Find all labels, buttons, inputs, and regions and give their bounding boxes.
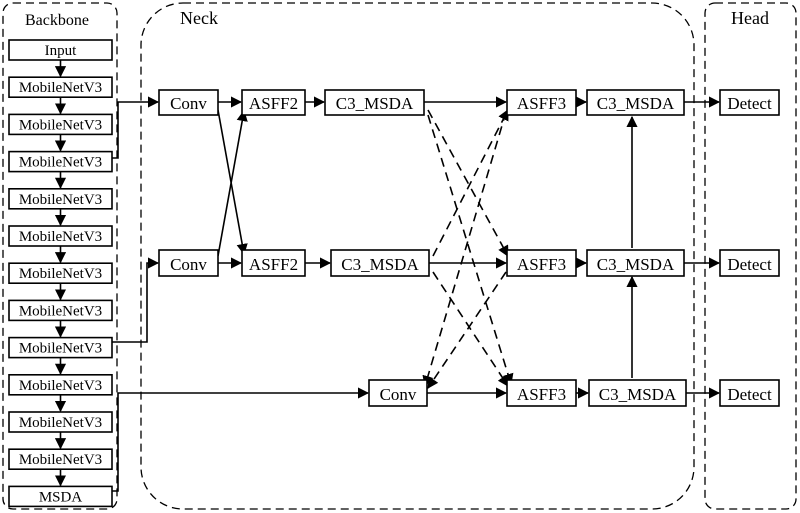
head-title: Head (731, 8, 769, 28)
dash-asff3-1-to-conv3 (422, 111, 507, 388)
backbone-block-12 (8, 485, 113, 508)
conv-label-3: Conv (380, 385, 417, 404)
c3-msda-label-3b: C3_MSDA (599, 385, 677, 404)
asff2-box-1 (241, 89, 306, 116)
conv-box-1 (158, 89, 219, 116)
asff2-box-2 (241, 249, 306, 277)
detect-label-3: Detect (727, 385, 772, 404)
head-region (704, 2, 797, 510)
backbone-block-label-3: MobileNetV3 (19, 155, 102, 171)
conv-label-1: Conv (170, 94, 207, 113)
c3-msda-box-1a (324, 89, 425, 116)
detect-box-2 (719, 249, 780, 277)
neck-title: Neck (180, 8, 218, 28)
backbone-title: Backbone (25, 12, 89, 29)
c3-msda-box-2b (586, 249, 685, 277)
asff3-box-2 (506, 249, 577, 277)
dash-c3-1-to-asff3-3 (427, 114, 514, 386)
dash-c3-1-to-asff3-2 (427, 109, 509, 257)
conv-label-2: Conv (170, 255, 207, 274)
asff3-box-3 (506, 379, 577, 407)
asff3-label-1: ASFF3 (517, 94, 566, 113)
tap-to-conv-1 (112, 96, 160, 159)
neck-region (140, 2, 695, 510)
backbone-block-label-5: MobileNetV3 (19, 229, 102, 245)
backbone-block-label-1: MobileNetV3 (19, 80, 102, 96)
c3-msda-box-2a (330, 249, 430, 277)
c3-msda-box-3b (588, 379, 687, 407)
conv2-to-asff2-1 (217, 109, 248, 257)
backbone-stack: InputMobileNetV3MobileNetV3MobileNetV3Mo… (8, 39, 113, 508)
backbone-block-label-0: Input (45, 43, 77, 59)
asff2-label-2: ASFF2 (249, 255, 298, 274)
backbone-block-label-6: MobileNetV3 (19, 266, 102, 282)
dash-c3-2-to-asff3-3 (432, 271, 509, 387)
backbone-block-label-7: MobileNetV3 (19, 303, 102, 319)
asff3-box-1 (506, 89, 577, 116)
backbone-block-label-2: MobileNetV3 (19, 117, 102, 133)
detect-label-2: Detect (727, 255, 772, 274)
backbone-block-label-12: MSDA (39, 489, 83, 505)
backbone-block-label-10: MobileNetV3 (19, 415, 102, 431)
conv-box-2 (158, 249, 219, 277)
detect-box-3 (719, 379, 780, 407)
dash-asff3-2-to-conv3 (427, 271, 507, 389)
conv-box-3 (368, 379, 428, 407)
backbone-block-label-4: MobileNetV3 (19, 192, 102, 208)
c3-msda-label-1a: C3_MSDA (336, 94, 414, 113)
c3-msda-label-1b: C3_MSDA (597, 94, 675, 113)
tap-to-conv-2 (112, 257, 160, 343)
detect-label-1: Detect (727, 94, 772, 113)
backbone-region (2, 2, 118, 510)
asff3-label-2: ASFF3 (517, 255, 566, 274)
backbone-block-label-9: MobileNetV3 (19, 378, 102, 394)
asff2-label-1: ASFF2 (249, 94, 298, 113)
dash-c3-2-to-asff3-1 (432, 109, 509, 257)
detect-box-1 (719, 89, 780, 116)
asff3-label-3: ASFF3 (517, 385, 566, 404)
c3-msda-box-1b (586, 89, 685, 116)
c3-msda-label-2b: C3_MSDA (597, 255, 675, 274)
tap-to-conv-3 (112, 387, 370, 492)
backbone-block-label-11: MobileNetV3 (19, 452, 102, 468)
c3-msda-label-2a: C3_MSDA (341, 255, 419, 274)
backbone-block-label-8: MobileNetV3 (19, 341, 102, 357)
